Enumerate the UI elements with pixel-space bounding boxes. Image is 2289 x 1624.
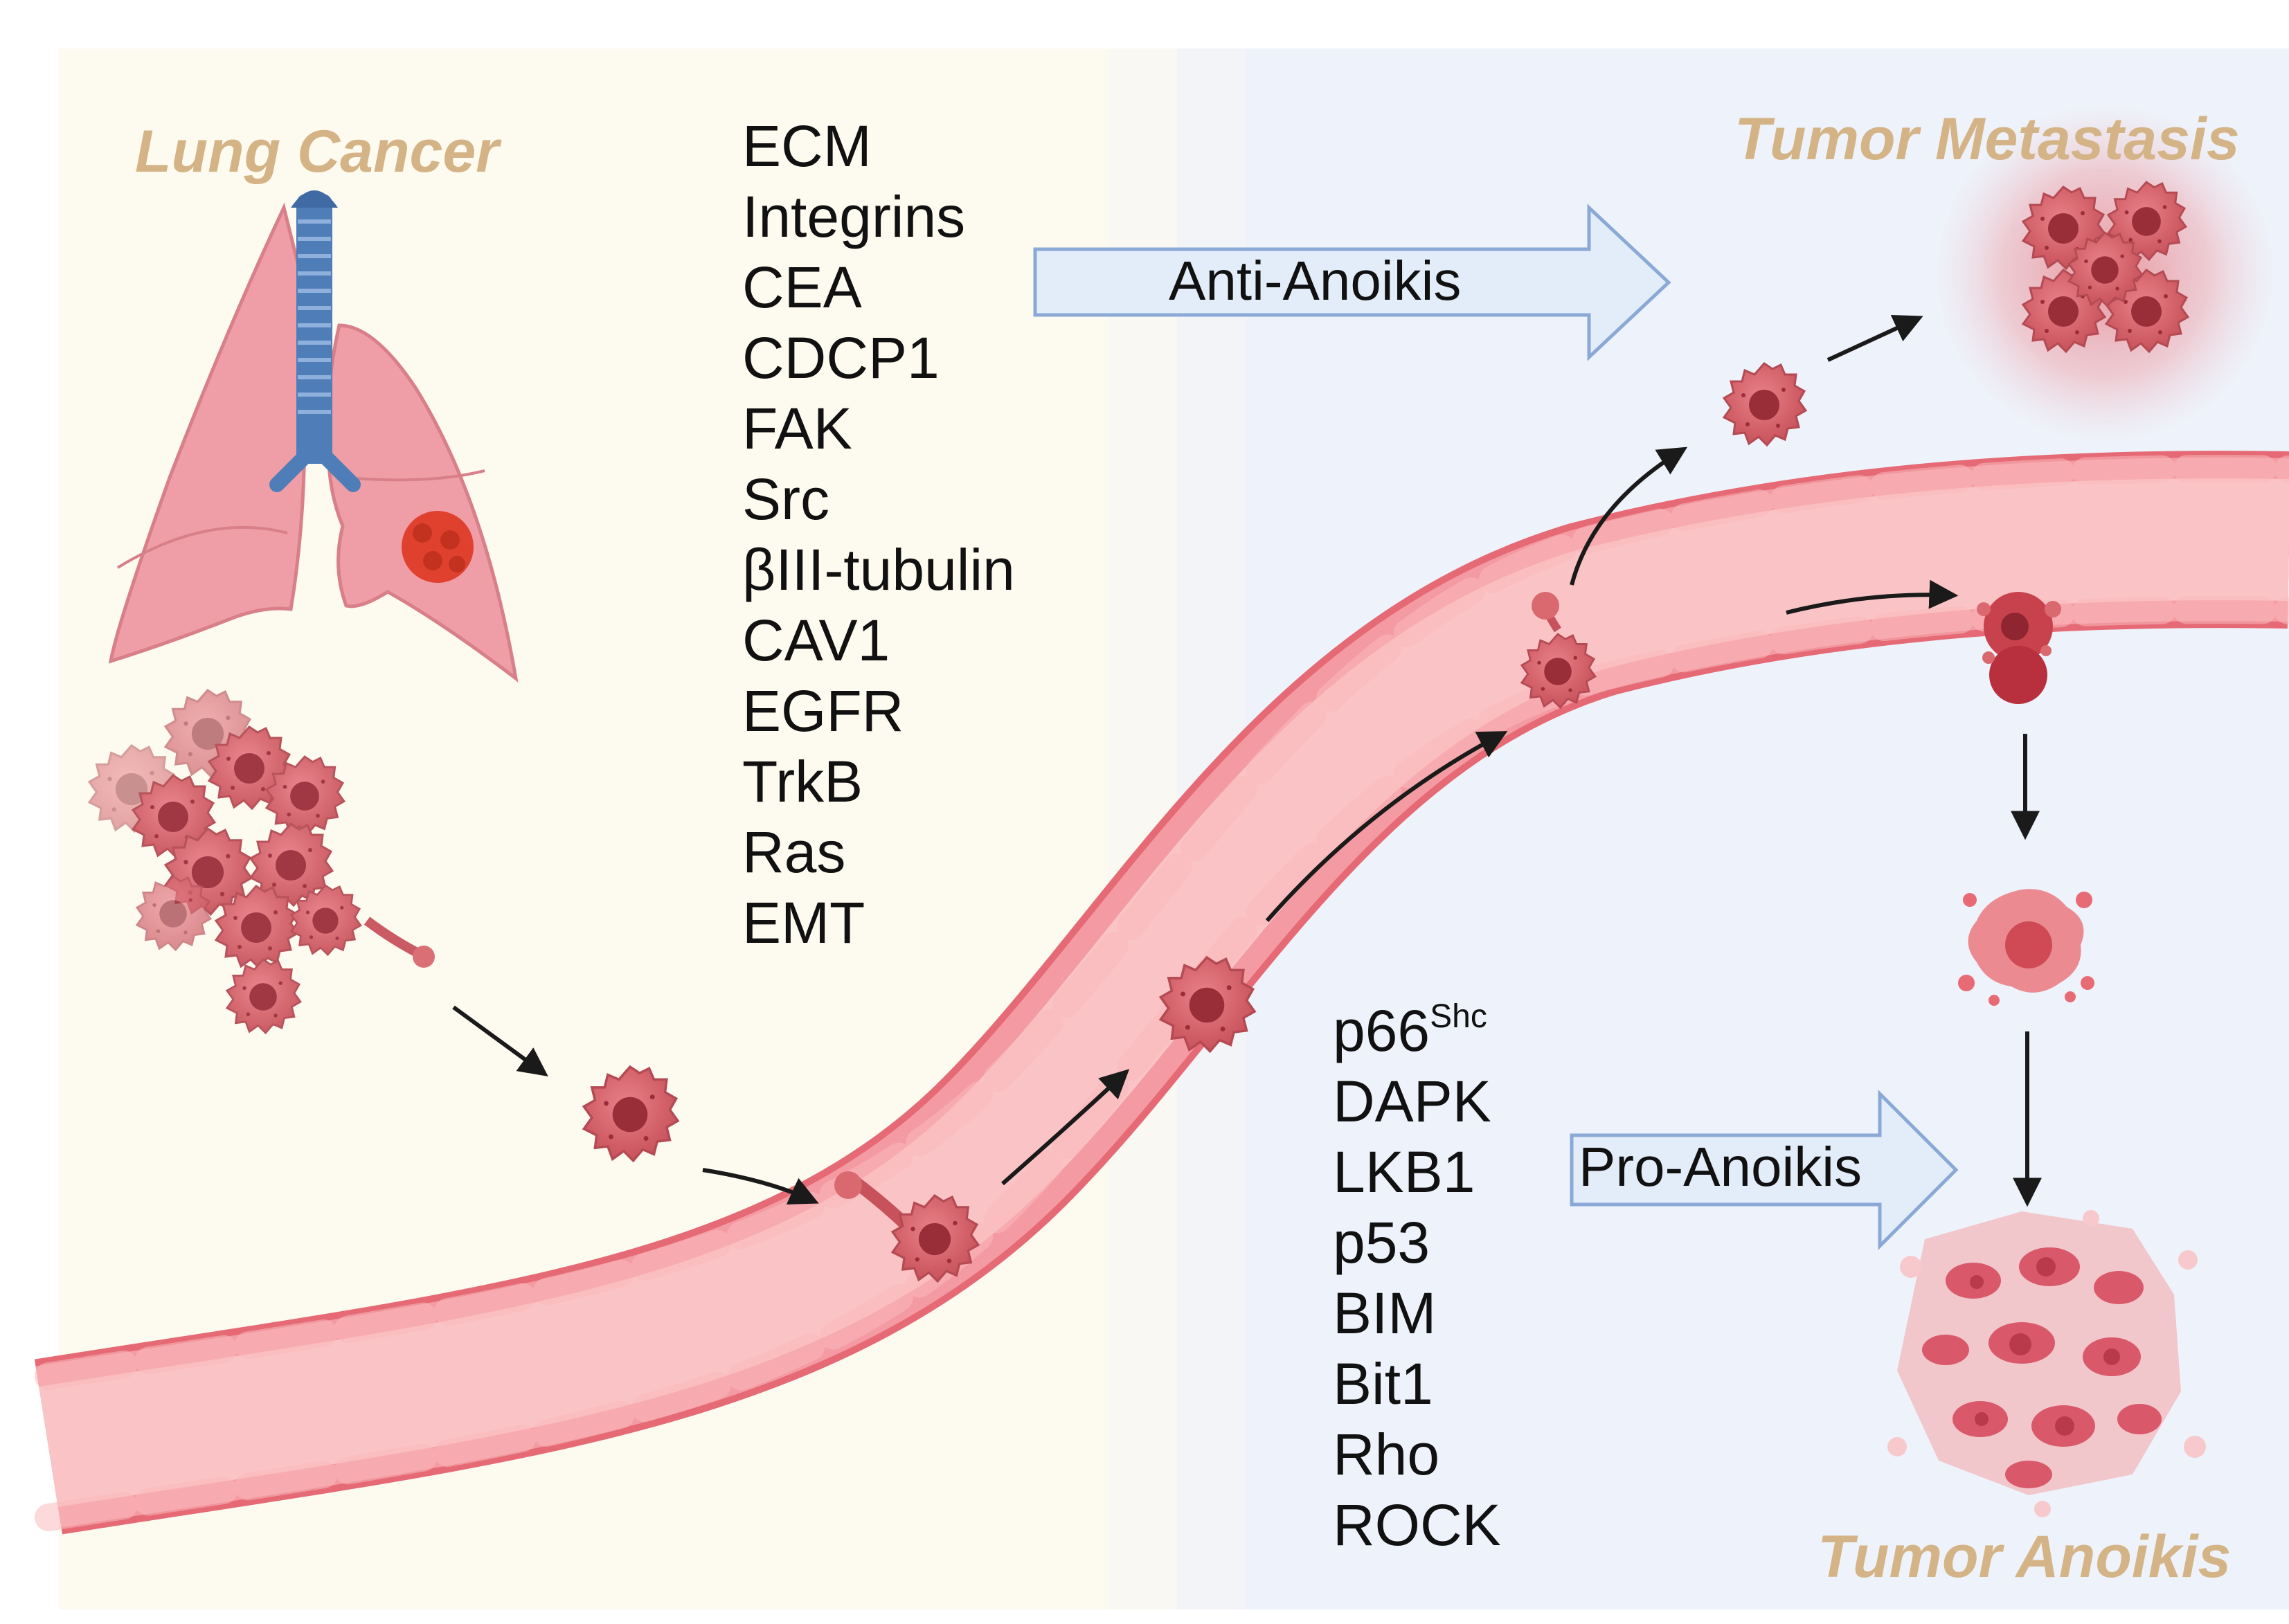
factor-item: EGFR <box>742 678 904 743</box>
factor-item: Ras <box>742 820 846 885</box>
metastasis-cluster-icon <box>1932 100 2278 446</box>
factor-item: CEA <box>742 255 862 320</box>
factor-item: CDCP1 <box>742 325 940 390</box>
lung-tumor-icon <box>402 511 474 583</box>
flow-arrow <box>1826 315 1923 362</box>
pro-anoikis-factor-list: p66Shc DAPK LKB1 p53 BIM Bit1 Rho ROCK <box>1333 982 1501 1560</box>
flow-arrow <box>1001 1069 1130 1186</box>
pro-anoikis-arrow <box>1570 1089 1959 1251</box>
lung-icon <box>108 190 519 683</box>
factor-item: Bit1 <box>1333 1351 1433 1416</box>
tumor-cluster-icon <box>88 689 435 1034</box>
dying-cell-icon <box>1958 889 2094 1006</box>
factor-item: p66Shc <box>1333 982 1501 1066</box>
factor-item: p53 <box>1333 1210 1430 1275</box>
intravasating-cell-icon <box>834 1171 980 1283</box>
anti-anoikis-arrow <box>1033 204 1671 361</box>
factor-item: Rho <box>1333 1422 1440 1487</box>
factor-item: DAPK <box>1333 1069 1491 1134</box>
lung-cancer-title: Lung Cancer <box>135 118 499 185</box>
disrupted-cell-icon <box>1977 592 2061 704</box>
factor-item: FAK <box>742 396 852 461</box>
apoptotic-cell-icon <box>1887 1210 2206 1517</box>
flow-arrow <box>452 1005 548 1076</box>
flow-arrow <box>1570 446 1688 586</box>
factor-item: ROCK <box>1333 1492 1501 1558</box>
factor-base: p66 <box>1333 998 1430 1063</box>
factor-item: TrkB <box>742 749 863 814</box>
factor-item: BIM <box>1333 1281 1437 1346</box>
flow-arrow <box>702 1168 819 1205</box>
factor-item: CAV1 <box>742 608 890 673</box>
factor-item: Src <box>742 467 829 532</box>
extravasating-cell-icon <box>1520 592 1597 709</box>
factor-item: βIII-tubulin <box>742 537 1015 602</box>
anti-anoikis-factor-list: ECM Integrins CEA CDCP1 FAK Src βIII-tub… <box>742 111 1015 958</box>
tumor-anoikis-title: Tumor Anoikis <box>1817 1524 2232 1590</box>
factor-superscript: Shc <box>1430 998 1487 1035</box>
anti-anoikis-label: Anti-Anoikis <box>1169 250 1462 312</box>
factor-item: EMT <box>742 890 865 955</box>
flow-arrow <box>1265 731 1508 922</box>
tumor-metastasis-title: Tumor Metastasis <box>1734 106 2240 172</box>
factor-item: ECM <box>742 114 872 179</box>
factor-item: Integrins <box>742 184 966 249</box>
factor-item: LKB1 <box>1333 1139 1475 1205</box>
pro-anoikis-label: Pro-Anoikis <box>1579 1136 1862 1198</box>
flow-arrow <box>1786 579 1959 615</box>
